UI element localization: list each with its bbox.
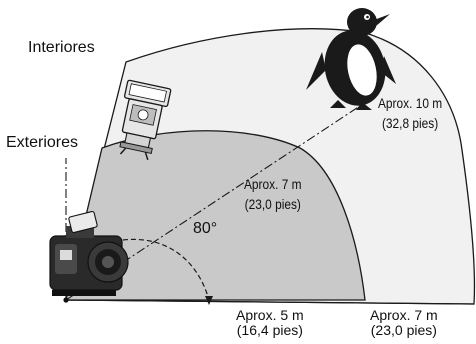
indoor-far-distance-line1: Aprox. 10 m: [378, 95, 443, 111]
indoor-label: Interiores: [28, 39, 95, 56]
outdoor-far-distance-line2: (23,0 pies): [244, 195, 301, 212]
indoor-near-distance-line1: Aprox. 7 m: [370, 307, 438, 323]
outdoor-near-distance: Aprox. 5 m (16,4 pies): [236, 308, 304, 337]
outdoor-far-distance: Aprox. 7 m (23,0 pies): [244, 177, 302, 211]
outdoor-near-distance-line2: (16,4 pies): [236, 321, 303, 338]
camera-icon: [49, 210, 129, 303]
indoor-near-distance-line2: (23,0 pies): [370, 321, 437, 338]
outdoor-label: Exteriores: [6, 134, 79, 151]
outdoor-near-distance-line1: Aprox. 5 m: [236, 307, 304, 323]
outdoor-far-distance-line1: Aprox. 7 m: [244, 176, 302, 192]
angle-label: 80°: [193, 220, 218, 237]
indoor-far-distance-line2: (32,8 pies): [381, 114, 439, 131]
ground-line: [65, 299, 475, 305]
speedlite-flash-icon: [119, 79, 172, 161]
penguin-subject-icon: [306, 8, 396, 110]
flash-axis-line: [65, 97, 373, 301]
angle-arrowhead-bottom: [205, 296, 213, 305]
indoor-near-distance: Aprox. 7 m (23,0 pies): [370, 308, 438, 337]
indoor-far-distance: Aprox. 10 m (32,8 pies): [378, 96, 442, 130]
